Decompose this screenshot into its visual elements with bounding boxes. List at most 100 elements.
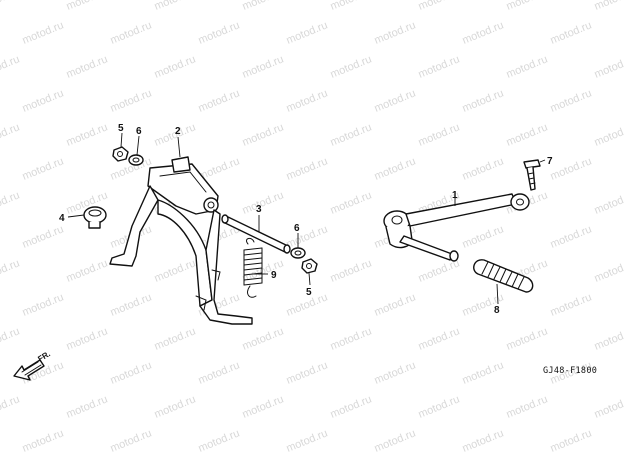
- watermark-text: motod.ru: [373, 87, 418, 114]
- watermark-text: motod.ru: [285, 155, 330, 182]
- watermark-text: motod.ru: [505, 393, 550, 420]
- stand-rubber-stopper: [83, 206, 107, 229]
- watermark-text: motod.ru: [241, 0, 286, 13]
- callout-nut-left: 5: [118, 123, 124, 134]
- watermark-text: motod.ru: [0, 325, 21, 352]
- watermark-text: motod.ru: [417, 121, 462, 148]
- watermark-text: motod.ru: [593, 121, 625, 148]
- callout-washer-right: 6: [294, 223, 300, 234]
- watermark-text: motod.ru: [373, 19, 418, 46]
- nut-left: [112, 146, 129, 162]
- watermark-text: motod.ru: [461, 223, 506, 250]
- bolt: [523, 159, 541, 191]
- stand-pivot-shaft: [221, 214, 291, 254]
- watermark-text: motod.ru: [65, 0, 110, 13]
- watermark-text: motod.ru: [373, 427, 418, 454]
- watermark-text: motod.ru: [329, 189, 374, 216]
- watermark-text: motod.ru: [329, 393, 374, 420]
- watermark-text: motod.ru: [197, 427, 242, 454]
- watermark-text: motod.ru: [21, 155, 66, 182]
- watermark-text: motod.ru: [549, 155, 594, 182]
- watermark-text: motod.ru: [153, 0, 198, 13]
- watermark-text: motod.ru: [373, 359, 418, 386]
- watermark-text: motod.ru: [241, 393, 286, 420]
- watermark-text: motod.ru: [417, 393, 462, 420]
- watermark-text: motod.ru: [593, 0, 625, 13]
- watermark-text: motod.ru: [109, 427, 154, 454]
- callout-nut-right: 5: [306, 287, 312, 298]
- watermark-text: motod.ru: [593, 189, 625, 216]
- watermark-text: motod.ru: [329, 121, 374, 148]
- watermark-text: motod.ru: [109, 19, 154, 46]
- kick-rubber: [473, 259, 534, 293]
- watermark-text: motod.ru: [285, 359, 330, 386]
- watermark-text: motod.ru: [593, 393, 625, 420]
- watermark-text: motod.ru: [593, 325, 625, 352]
- watermark-text: motod.ru: [21, 223, 66, 250]
- watermark-text: motod.ru: [197, 87, 242, 114]
- callout-washer-left: 6: [136, 126, 142, 137]
- watermark-text: motod.ru: [241, 189, 286, 216]
- watermark-text: motod.ru: [549, 427, 594, 454]
- watermark-text: motod.ru: [0, 53, 21, 80]
- callout-stand-pivot-shaft: 3: [256, 204, 262, 215]
- kick-starter-arm: [383, 193, 530, 262]
- watermark-text: motod.ru: [65, 257, 110, 284]
- watermark-text: motod.ru: [153, 53, 198, 80]
- watermark-text: motod.ru: [593, 257, 625, 284]
- watermark-text: motod.ru: [373, 291, 418, 318]
- callout-kick-starter-arm: 1: [452, 190, 458, 201]
- watermark-text: motod.ru: [417, 53, 462, 80]
- watermark-text: motod.ru: [285, 427, 330, 454]
- washer-right: [290, 247, 306, 259]
- watermark-text: motod.ru: [329, 257, 374, 284]
- watermark-text: motod.ru: [197, 19, 242, 46]
- watermark-text: motod.ru: [285, 223, 330, 250]
- watermark-text: motod.ru: [241, 257, 286, 284]
- callout-bolt: 7: [547, 156, 553, 167]
- watermark-text: motod.ru: [461, 155, 506, 182]
- watermark-text: motod.ru: [21, 87, 66, 114]
- watermark-text: motod.ru: [0, 121, 21, 148]
- watermark-text: motod.ru: [65, 393, 110, 420]
- watermark-text: motod.ru: [285, 87, 330, 114]
- watermark-text: motod.ru: [417, 325, 462, 352]
- callout-stand-spring: 9: [271, 270, 277, 281]
- watermark-text: motod.ru: [153, 393, 198, 420]
- watermark-text: motod.ru: [241, 325, 286, 352]
- callout-kick-rubber: 8: [494, 305, 500, 316]
- drawing-code: GJ48-F1800: [543, 366, 597, 376]
- watermark-text: motod.ru: [329, 0, 374, 13]
- watermark-text: motod.ru: [65, 53, 110, 80]
- watermark-text: motod.ru: [505, 325, 550, 352]
- watermark-text: motod.ru: [241, 53, 286, 80]
- watermark-text: motod.ru: [21, 19, 66, 46]
- watermark-text: motod.ru: [593, 53, 625, 80]
- watermark-text: motod.ru: [153, 325, 198, 352]
- watermark-text: motod.ru: [461, 359, 506, 386]
- watermark-text: motod.ru: [549, 87, 594, 114]
- watermark-text: motod.ru: [461, 19, 506, 46]
- watermark-text: motod.ru: [417, 0, 462, 13]
- watermark-text: motod.ru: [0, 257, 21, 284]
- watermark-text: motod.ru: [0, 189, 21, 216]
- leader-lines: [67, 132, 546, 305]
- watermark-text: motod.ru: [373, 155, 418, 182]
- watermark-text: motod.ru: [65, 325, 110, 352]
- watermark-text: motod.ru: [65, 121, 110, 148]
- callouts: 1 2 3 4 5 6 7 8 9 6 5: [59, 123, 553, 316]
- watermark-text: motod.ru: [153, 257, 198, 284]
- watermark-text: motod.ru: [549, 291, 594, 318]
- washer-left: [128, 154, 144, 166]
- watermark-text: motod.ru: [0, 393, 21, 420]
- watermark-text: motod.ru: [549, 19, 594, 46]
- watermark-text: motod.ru: [461, 87, 506, 114]
- watermark-text: motod.ru: [549, 223, 594, 250]
- watermark-text: motod.ru: [461, 427, 506, 454]
- watermark-text: motod.ru: [109, 87, 154, 114]
- watermark-text: motod.ru: [109, 291, 154, 318]
- watermark-text: motod.ru: [109, 359, 154, 386]
- watermark-text: motod.ru: [285, 19, 330, 46]
- watermark-text: motod.ru: [505, 53, 550, 80]
